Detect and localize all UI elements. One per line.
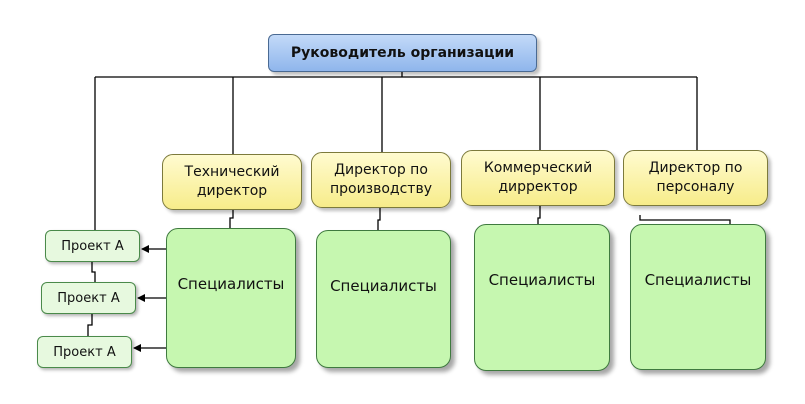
project-node-2: Проект А [41,282,136,314]
head-node: Руководитель организации [268,34,537,72]
chain-line-projects-2 [87,314,93,336]
project-node-3: Проект А [37,336,132,368]
specialists-technical-node: Специалисты [166,228,296,368]
specialists-commercial-node: Специалисты [474,224,610,371]
director-production-node: Директор по производству [311,152,451,208]
project-node-1: Проект А [45,230,140,262]
specialists-production-node: Специалисты [316,230,451,368]
chain-line-projects-1 [91,262,96,282]
director-technical-node: Технический директор [162,154,302,210]
stub-line-commercial [537,205,541,224]
stub-line-production [377,205,381,230]
director-commercial-node: Коммерческий дирректор [461,150,615,206]
stub-line-personnel [639,215,731,224]
director-personnel-node: Директор по персоналу [623,150,768,206]
specialists-personnel-node: Специалисты [630,224,766,370]
stub-line-technical [229,208,234,228]
